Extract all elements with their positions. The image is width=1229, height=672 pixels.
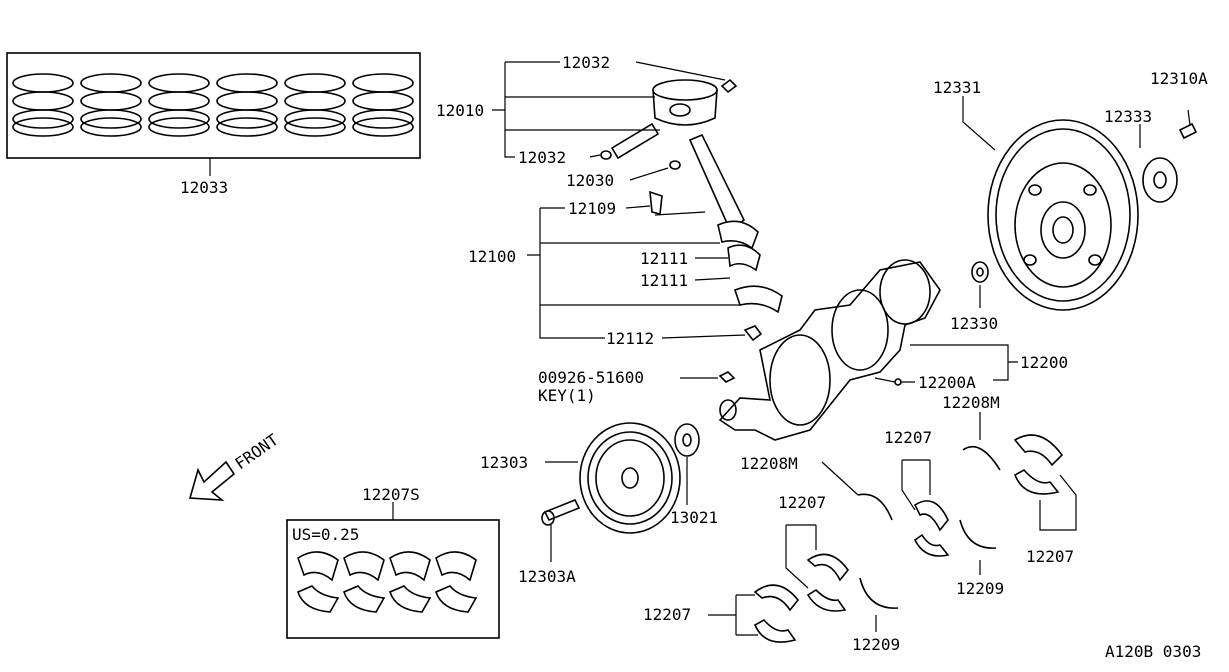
- main-bearings: [753, 434, 1064, 643]
- label-12030: 12030: [566, 171, 614, 190]
- label-12209-right: 12209: [956, 579, 1004, 598]
- label-front: FRONT: [231, 430, 282, 473]
- bearing-set: [286, 519, 500, 639]
- label-12112: 12112: [606, 329, 654, 348]
- label-12209-bottom: 12209: [852, 635, 900, 654]
- label-12032-bottom: 12032: [518, 148, 566, 167]
- label-12033: 12033: [180, 178, 228, 197]
- label-12207S: 12207S: [362, 485, 420, 504]
- label-12032-top: 12032: [562, 53, 610, 72]
- label-12109: 12109: [568, 199, 616, 218]
- label-12207-upper: 12207: [884, 428, 932, 447]
- label-12310A: 12310A: [1150, 69, 1208, 88]
- label-12333: 12333: [1104, 107, 1152, 126]
- piston-pin: [600, 122, 660, 160]
- label-13021: 13021: [670, 508, 718, 527]
- pulley-bolt: [541, 498, 581, 526]
- label-12111-lower: 12111: [640, 271, 688, 290]
- label-us-025: US=0.25: [292, 525, 359, 544]
- label-12303A: 12303A: [518, 567, 576, 586]
- flywheel: [971, 109, 1198, 311]
- label-12208M-right: 12208M: [942, 393, 1000, 412]
- label-12330: 12330: [950, 314, 998, 333]
- label-12111-upper: 12111: [640, 249, 688, 268]
- connecting-rod: [649, 133, 783, 342]
- label-12207-lower: 12207: [643, 605, 691, 624]
- crank-pulley: [579, 422, 681, 534]
- label-12200: 12200: [1020, 353, 1068, 372]
- label-12207-right: 12207: [1026, 547, 1074, 566]
- label-00926-51600: 00926-51600: [538, 368, 644, 387]
- crankshaft: [718, 259, 941, 441]
- diagram-code: A120B 0303: [1105, 642, 1201, 661]
- label-12303: 12303: [480, 453, 528, 472]
- crank-sprocket: [674, 423, 700, 457]
- piston-ring-set: [6, 52, 421, 176]
- label-key: KEY(1): [538, 386, 596, 405]
- front-arrow-icon: [188, 460, 236, 501]
- label-12331: 12331: [933, 78, 981, 97]
- label-12207-middle: 12207: [778, 493, 826, 512]
- label-12208M-left: 12208M: [740, 454, 798, 473]
- label-12010: 12010: [436, 101, 484, 120]
- label-12100: 12100: [468, 247, 516, 266]
- piston: [652, 78, 738, 126]
- label-12200A: 12200A: [918, 373, 976, 392]
